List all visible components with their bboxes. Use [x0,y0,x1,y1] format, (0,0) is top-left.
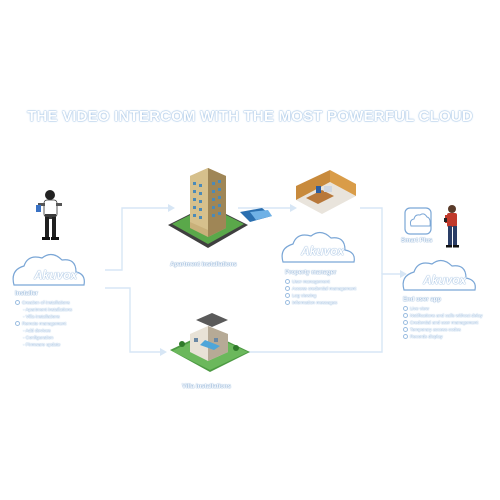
manager-heading: Property manager [285,270,337,276]
bullet-icon [403,313,408,319]
manager-item-label: Information messages [292,300,338,305]
end-user-item: Notifications and calls without delay [403,312,483,319]
manager-list: User management Access credential manage… [285,278,356,306]
manager-item: Access credential management [285,285,356,292]
installer-subitem: - Firmware update [23,342,61,347]
bullet-icon [403,306,408,312]
manager-item-label: Log viewing [292,293,317,298]
apartment-caption: Apartment installations [170,262,237,268]
installer-subitem: - Add devices [23,328,51,333]
bullet-icon [403,327,408,333]
end-user-brand-logo: Akuvox [423,273,467,287]
end-user-item: Live view [403,305,483,312]
installer-group: Remote management [15,320,72,327]
end-user-item-label: Live view [410,306,429,311]
villa-caption: Villa installations [182,384,231,390]
end-user-item-label: Notifications and calls without delay [410,313,483,318]
end-user-heading: End user app [403,297,442,303]
bullet-icon [285,300,290,306]
bullet-icon [15,321,20,327]
end-user-item: Temporary access codes [403,326,483,333]
end-user-item: Credential and user management [403,319,483,326]
smart-plus-caption: Smart Plus [401,238,433,244]
bullet-icon [285,293,290,299]
manager-item-label: User management [292,279,330,284]
end-user-list: Live view Notifications and calls withou… [403,305,483,340]
installer-heading: Installer [15,291,39,297]
installer-group: Creation of installations [15,299,72,306]
end-user-item-label: Records display [410,334,443,339]
bullet-icon [403,334,408,340]
manager-item-label: Access credential management [292,286,357,291]
installer-subitem: - Configuration [23,335,54,340]
arrow-manager-to-enduser [360,207,383,274]
end-user-item-label: Temporary access codes [410,327,461,332]
bullet-icon [15,300,20,306]
page-title: THE VIDEO INTERCOM WITH THE MOST POWERFU… [27,108,473,125]
installer-subitem: - Apartment installations [23,307,73,312]
bullet-icon [285,286,290,292]
arrow-installer-to-apartment [105,207,168,271]
installer-group-label: Creation of installations [22,300,70,305]
bullet-icon [403,320,408,326]
bullet-icon [285,279,290,285]
installer-list: Creation of installations - Apartment in… [15,299,72,348]
end-user-item-label: Credential and user management [410,320,479,325]
manager-brand-logo: Akuvox [301,244,345,258]
arrow-villa-to-enduser [238,273,400,353]
manager-item: Information messages [285,299,356,306]
manager-item: User management [285,278,356,285]
installer-group-label: Remote management [22,321,67,326]
installer-brand-logo: Akuvox [34,268,78,282]
end-user-item: Records display [403,333,483,340]
manager-item: Log viewing [285,292,356,299]
installer-subitem: - Villa installations [23,314,60,319]
arrow-installer-to-villa [105,287,160,353]
